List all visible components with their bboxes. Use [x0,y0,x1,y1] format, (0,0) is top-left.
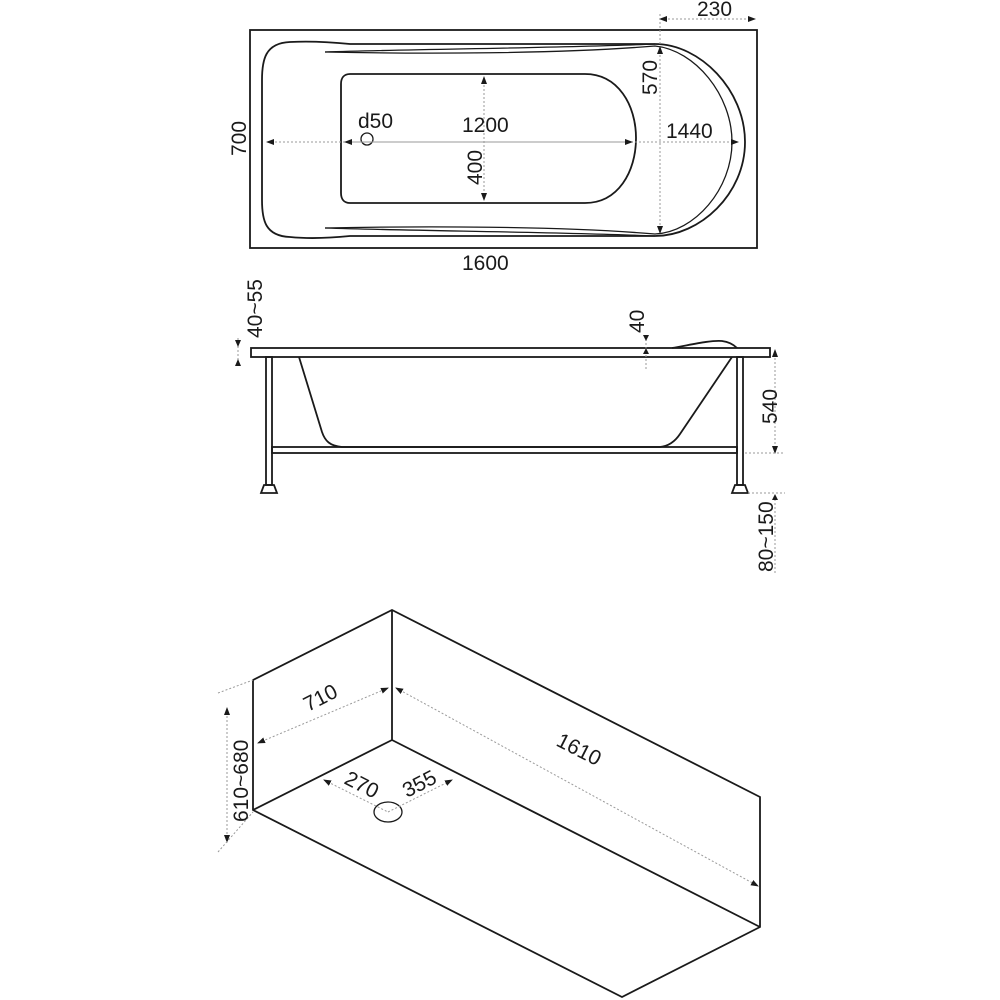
label-d50: d50 [358,110,393,133]
label-355: 355 [399,766,441,802]
leg-left [265,356,273,486]
dim-arrow-80-150 [772,494,778,500]
dim-line-1610 [395,687,759,887]
niche-outline [252,608,761,999]
label-40: 40 [626,310,649,333]
frame-crossbar [271,446,738,454]
basin-bottom [340,73,637,204]
tub-outer-rim [261,40,746,239]
label-400: 400 [464,150,487,185]
label-1600: 1600 [462,252,509,275]
label-1440: 1440 [666,120,713,143]
label-610-680: 610~680 [230,740,253,822]
label-230: 230 [697,0,732,21]
label-80-150: 80~150 [755,501,778,572]
label-1200: 1200 [462,114,509,137]
label-700: 700 [228,121,251,156]
tub-body [298,356,733,448]
tub-rim-inner-line-2 [324,43,656,237]
tub-rim [250,347,771,358]
label-570: 570 [639,60,662,95]
label-40-55: 40~55 [244,279,267,338]
ext-line [217,811,254,853]
foot-right [730,484,750,494]
side-view: 40~55 40 540 80~150 [235,279,785,575]
drain-hole [360,132,374,146]
label-270: 270 [341,767,383,803]
niche-view: 710 1610 610~680 270 355 [217,608,761,999]
top-view-frame [249,29,758,249]
label-710: 710 [300,680,342,716]
headrest [671,339,738,349]
dim-line-710 [257,687,389,744]
dim-arrows-40-55 [235,340,241,366]
top-view: 230 700 d50 1200 400 570 1440 1600 [228,0,758,275]
leg-right [736,356,744,486]
dim-arrows-40 [643,335,649,354]
ext-line [217,679,254,694]
foot-left [259,484,279,494]
label-1610: 1610 [553,729,605,771]
label-540: 540 [759,389,782,424]
